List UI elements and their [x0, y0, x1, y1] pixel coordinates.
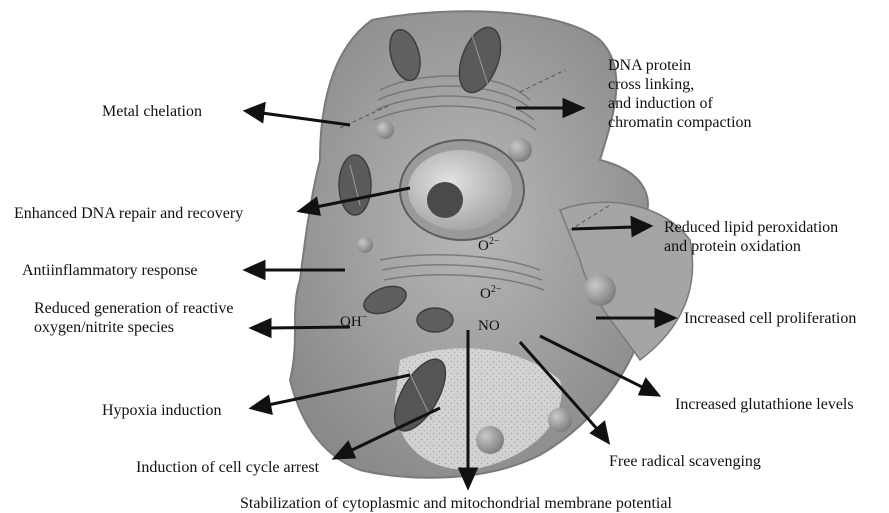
dna-crosslinking-line-1: DNA protein — [608, 56, 752, 75]
superoxide-label: O2− — [478, 236, 499, 255]
reactive-species-line-2: oxygen/nitrite species — [34, 318, 233, 337]
superoxide-charge-2: 2− — [491, 284, 502, 295]
hydroxyl-label: OH− — [340, 312, 367, 331]
superoxide-base-2: O — [480, 286, 491, 302]
nucleolus — [427, 182, 463, 218]
superoxide-label-2: O2− — [480, 284, 501, 303]
lipid-peroxidation-label: Reduced lipid peroxidation and protein o… — [664, 218, 838, 256]
reactive-species-label: Reduced generation of reactive oxygen/ni… — [34, 299, 233, 337]
hydroxyl-charge: − — [362, 312, 368, 323]
metal-chelation-label: Metal chelation — [102, 102, 202, 121]
dna-crosslinking-label: DNA protein cross linking, and induction… — [608, 56, 752, 132]
hydroxyl-base: OH — [340, 314, 362, 330]
dna-crosslinking-line-2: cross linking, — [608, 75, 752, 94]
nucleus — [408, 150, 512, 230]
dna-crosslinking-line-3: and induction of — [608, 94, 752, 113]
cell-cycle-arrest-label: Induction of cell cycle arrest — [136, 458, 319, 477]
glutathione-label: Increased glutathione levels — [675, 395, 854, 414]
dna-repair-label: Enhanced DNA repair and recovery — [14, 204, 243, 223]
membrane-potential-label: Stabilization of cytoplasmic and mitocho… — [240, 494, 672, 513]
free-radical-label: Free radical scavenging — [609, 452, 761, 471]
reactive-species-line-1: Reduced generation of reactive — [34, 299, 233, 318]
dna-crosslinking-line-4: chromatin compaction — [608, 113, 752, 132]
hypoxia-label: Hypoxia induction — [102, 401, 222, 420]
antiinflammatory-label: Antiinflammatory response — [22, 261, 198, 280]
nitric-oxide-label: NO — [478, 318, 500, 335]
superoxide-base: O — [478, 238, 489, 254]
cell-proliferation-label: Increased cell proliferation — [684, 309, 856, 328]
lipid-peroxidation-line-1: Reduced lipid peroxidation — [664, 218, 838, 237]
lipid-peroxidation-line-2: and protein oxidation — [664, 237, 838, 256]
superoxide-charge: 2− — [489, 236, 500, 247]
